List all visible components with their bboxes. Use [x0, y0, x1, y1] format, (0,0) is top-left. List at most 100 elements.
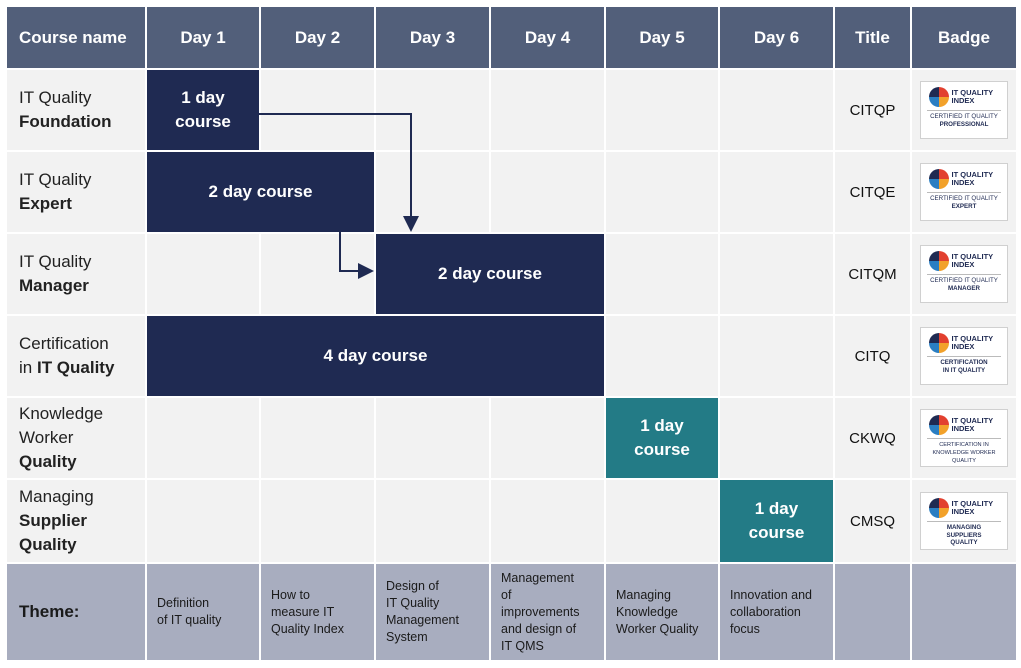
header-course-name: Course name [7, 7, 145, 68]
course-name-expert: IT Quality Expert [7, 152, 145, 232]
badge-caption-bold-2: SUPPLIERS [946, 531, 982, 539]
theme-label: Theme: [7, 564, 145, 660]
header-badge: Badge [912, 7, 1016, 68]
day-cell [606, 70, 718, 150]
it-quality-index-logo-icon [928, 498, 949, 518]
title-citqm: CITQM [835, 234, 910, 314]
day-cell [606, 152, 718, 232]
theme-text: Design of IT Quality Management System [386, 579, 459, 644]
title-citq: CITQ [835, 316, 910, 396]
course-bar-knowledge-worker: 1 day course [606, 398, 718, 478]
day-cell [261, 70, 374, 150]
theme-text: How to measure IT Quality Index [271, 587, 344, 636]
course-name-bold: Quality [19, 452, 77, 471]
title-ckwq: CKWQ [835, 398, 910, 478]
it-quality-index-logo-icon [928, 333, 949, 353]
it-quality-index-logo-icon [928, 251, 949, 271]
badge-caption-bold: MANAGER [948, 285, 980, 292]
badge-ckwq: IT QUALITY INDEX CERTIFICATION IN KNOWLED… [920, 409, 1008, 467]
theme-badge-blank [912, 564, 1016, 660]
header-day-4: Day 4 [491, 7, 604, 68]
course-name-line-2: in IT Quality [19, 356, 145, 380]
header-day-3: Day 3 [376, 7, 489, 68]
course-name-line: Certification [19, 334, 109, 353]
day-cell [147, 480, 259, 562]
it-quality-index-logo-icon [928, 169, 949, 189]
course-name-bold: Supplier [19, 511, 88, 530]
course-name-bold: Manager [19, 276, 89, 295]
course-bar-managing-supplier: 1 day course [720, 480, 833, 562]
header-day-2: Day 2 [261, 7, 374, 68]
theme-text: Definition of IT quality [157, 596, 222, 627]
course-bar-foundation: 1 day course [147, 70, 259, 150]
course-name-bold-2: Quality [19, 535, 77, 554]
day-cell [720, 234, 833, 314]
it-quality-index-logo-icon [928, 415, 949, 435]
course-name-line: IT Quality [19, 170, 92, 189]
badge-caption-bold-3: QUALITY [950, 539, 978, 546]
course-name-line: Knowledge [19, 404, 104, 423]
badge-caption-bold: PROFESSIONAL [939, 121, 989, 128]
badge-caption-bold: EXPERT [951, 203, 977, 210]
theme-title-blank [835, 564, 910, 660]
badge-caption: CERTIFIED IT QUALITY [930, 113, 998, 120]
badge-brand: IT QUALITY INDEX [951, 88, 994, 105]
course-name-knowledge-worker: Knowledge Worker Quality [7, 398, 145, 478]
badge-brand: IT QUALITY INDEX [951, 416, 994, 433]
badge-caption: CERTIFIED IT QUALITY [930, 195, 998, 202]
day-cell [147, 398, 259, 478]
day-cell [606, 480, 718, 562]
course-name-line: Managing [19, 487, 94, 506]
theme-day-1: Definition of IT quality [147, 564, 259, 660]
course-name-managing-supplier: Managing Supplier Quality [7, 480, 145, 562]
day-cell [376, 480, 489, 562]
title-cmsq: CMSQ [835, 480, 910, 562]
header-day-1: Day 1 [147, 7, 259, 68]
badge-brand: IT QUALITY INDEX [951, 252, 994, 269]
day-cell [491, 480, 604, 562]
day-cell [261, 234, 374, 314]
badge-brand: IT QUALITY INDEX [951, 334, 994, 351]
header-day-5: Day 5 [606, 7, 718, 68]
course-name-prefix: in [19, 358, 37, 377]
badge-caption-bold: CERTIFICATION [940, 359, 988, 366]
day-cell [720, 398, 833, 478]
title-citqp: CITQP [835, 70, 910, 150]
course-name-bold: IT Quality [36, 358, 115, 377]
course-bar-manager: 2 day course [376, 234, 604, 314]
badge-caption-bold: MANAGING [946, 524, 982, 531]
day-cell [376, 152, 489, 232]
course-name-foundation: IT Quality Foundation [7, 70, 145, 150]
theme-text: Innovation and collaboration focus [730, 587, 813, 636]
badge-caption: CERTIFIED IT QUALITY [930, 277, 998, 284]
theme-day-5: Managing Knowledge Worker Quality [606, 564, 718, 660]
badge-caption-2: KNOWLEDGE WORKER QUALITY [932, 450, 996, 464]
course-name-bold: Expert [19, 194, 72, 213]
course-bar-certification: 4 day course [147, 316, 604, 396]
day-cell [376, 398, 489, 478]
day-cell [606, 316, 718, 396]
course-bar-expert: 2 day course [147, 152, 374, 232]
day-cell [491, 152, 604, 232]
theme-text: Managing Knowledge Worker Quality [616, 587, 699, 636]
theme-day-3: Design of IT Quality Management System [376, 564, 489, 660]
title-citqe: CITQE [835, 152, 910, 232]
badge-cell-knowledge-worker: IT QUALITY INDEX CERTIFICATION IN KNOWLED… [912, 398, 1016, 478]
header-day-6: Day 6 [720, 7, 833, 68]
day-cell [491, 70, 604, 150]
course-name-line: IT Quality [19, 88, 92, 107]
course-name-manager: IT Quality Manager [7, 234, 145, 314]
badge-caption: CERTIFICATION IN [939, 442, 989, 448]
badge-brand: IT QUALITY INDEX [951, 170, 994, 187]
day-cell [147, 234, 259, 314]
theme-day-4: Management of improvements and design of… [491, 564, 604, 660]
day-cell [261, 480, 374, 562]
badge-brand: IT QUALITY INDEX [951, 499, 994, 516]
